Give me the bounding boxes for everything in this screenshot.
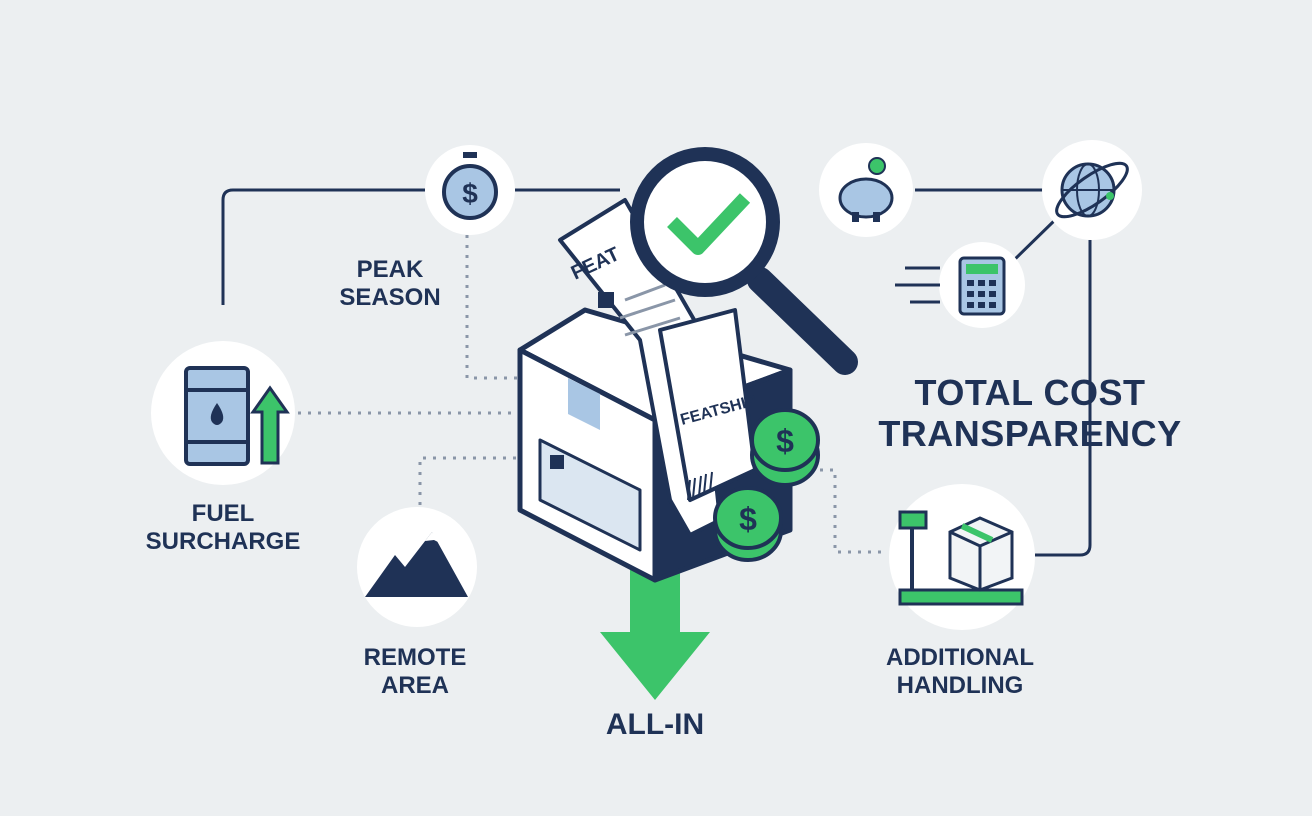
label-additional-handling: ADDITIONAL HANDLING <box>860 644 1060 699</box>
globe-icon <box>1042 140 1142 240</box>
piggy-bank-icon <box>819 143 913 237</box>
magnifier-check-icon <box>630 147 858 375</box>
calculator-icon <box>895 242 1025 328</box>
remote-area-line-2: AREA <box>380 671 449 699</box>
peak-season-line-1: PEAK <box>356 256 424 283</box>
label-total-cost-transparency: TOTAL COST TRANSPARENCY <box>860 372 1200 455</box>
total-cost-line-2: TRANSPARENCY <box>878 413 1182 455</box>
fuel-barrel-icon <box>151 341 295 485</box>
connector-lines <box>221 188 1092 557</box>
svg-text:$: $ <box>776 423 794 459</box>
additional-handling-line-2: HANDLING <box>896 671 1024 699</box>
additional-handling-line-1: ADDITIONAL <box>886 644 1034 671</box>
arrow-down-icon <box>600 565 710 700</box>
fuel-surcharge-line-2: SURCHARGE <box>145 527 301 555</box>
dotted-connectors <box>298 235 888 554</box>
label-peak-season: PEAK SEASON <box>330 256 450 311</box>
mountain-icon <box>357 507 477 627</box>
coin-icon: $ $ <box>713 408 820 562</box>
label-fuel-surcharge: FUEL SURCHARGE <box>128 500 318 555</box>
peak-season-line-2: SEASON <box>339 283 441 311</box>
total-cost-line-1: TOTAL COST <box>914 372 1146 413</box>
svg-text:$: $ <box>462 178 478 209</box>
label-remote-area: REMOTE AREA <box>340 644 490 699</box>
stopwatch-dollar-icon: $ <box>425 145 515 235</box>
label-all-in: ALL-IN <box>605 708 705 741</box>
remote-area-line-1: REMOTE <box>363 644 467 671</box>
svg-text:$: $ <box>739 501 757 537</box>
fuel-surcharge-line-1: FUEL <box>191 500 255 527</box>
scale-icon <box>889 484 1035 630</box>
